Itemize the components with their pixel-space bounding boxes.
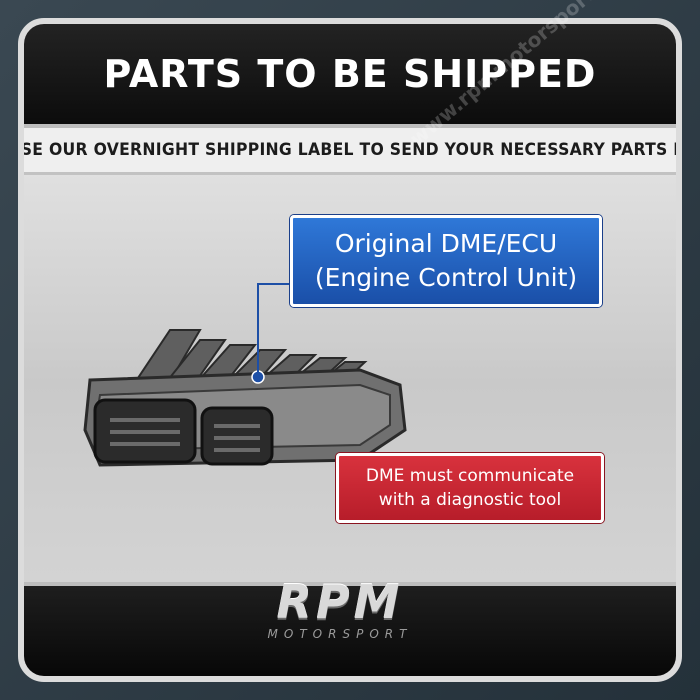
subtitle-text: USE OUR OVERNIGHT SHIPPING LABEL TO SEND… bbox=[18, 140, 682, 160]
logo-wordmark: RPM bbox=[276, 575, 404, 629]
requirement-line2: with a diagnostic tool bbox=[378, 490, 562, 510]
info-card: PARTS TO BE SHIPPED USE OUR OVERNIGHT SH… bbox=[18, 18, 682, 682]
brand-logo: RPM MOTORSPORT bbox=[225, 575, 455, 645]
subtitle-banner: USE OUR OVERNIGHT SHIPPING LABEL TO SEND… bbox=[24, 128, 676, 175]
footer-banner bbox=[24, 582, 676, 676]
requirement-line1: DME must communicate bbox=[365, 466, 575, 486]
page-title: PARTS TO BE SHIPPED bbox=[103, 52, 597, 96]
title-banner: PARTS TO BE SHIPPED bbox=[24, 24, 676, 128]
requirement-callout: DME must communicate with a diagnostic t… bbox=[336, 453, 604, 523]
part-callout-line1: Original DME/ECU bbox=[334, 229, 558, 258]
ecu-illustration bbox=[83, 329, 407, 467]
part-callout-line2: (Engine Control Unit) bbox=[314, 263, 578, 292]
logo-subtitle: MOTORSPORT bbox=[267, 627, 413, 641]
part-callout: Original DME/ECU (Engine Control Unit) bbox=[290, 215, 602, 307]
